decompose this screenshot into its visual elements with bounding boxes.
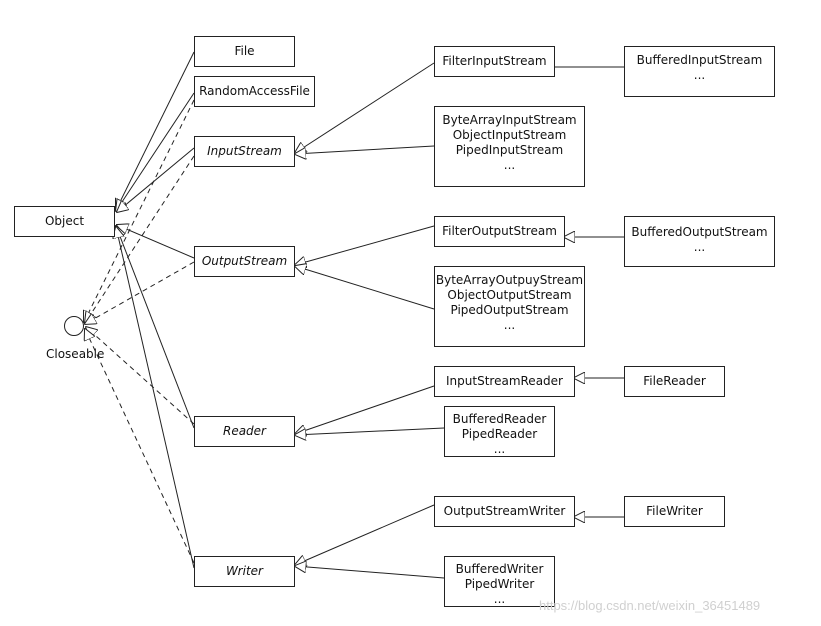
buffered-output-stream-label: BufferedOutputStream [631,225,768,239]
class-file: File [194,36,295,67]
edge-filteroutput-outputstream [295,225,435,265]
input-stream-reader-label: InputStreamReader [446,374,563,388]
edge-reader-object [116,226,195,429]
piped-input-stream-label: PipedInputStream [455,143,564,157]
byte-array-output-stream-label: ByteArrayOutpuyStream [435,273,584,287]
edge-bytearrayoutput-outputstream [295,266,435,310]
ellipsis-label: ... [693,240,706,254]
edge-bufferedreader-reader [295,427,445,435]
buffered-writer-label: BufferedWriter [455,562,544,576]
ellipsis-label: ... [493,442,506,456]
output-stream-label: OutputStream [201,254,288,268]
edge-inputstream-closeable [85,155,195,323]
closeable-interface-icon [64,316,84,336]
piped-reader-label: PipedReader [461,427,538,441]
class-input-stream-reader: InputStreamReader [434,366,575,397]
reader-label: Reader [222,424,266,438]
class-buffered-output-stream: BufferedOutputStream ... [624,216,775,267]
class-file-writer: FileWriter [624,496,725,527]
class-input-stream: InputStream [194,136,295,167]
edge-reader-closeable [86,327,195,425]
class-object: Object [14,206,115,237]
edge-outputstream-object [117,225,195,259]
class-output-stream-subclasses: ByteArrayOutpuyStream ObjectOutputStream… [434,266,585,347]
class-reader: Reader [194,416,295,447]
edge-inputstream-object [117,147,195,212]
ellipsis-label: ... [503,158,516,172]
ellipsis-label: ... [693,68,706,82]
file-writer-label: FileWriter [646,504,703,518]
edge-bufferedwriter-writer [295,566,445,579]
filter-input-stream-label: FilterInputStream [442,54,547,68]
class-filter-output-stream: FilterOutputStream [434,216,565,247]
class-reader-subclasses: BufferedReader PipedReader ... [444,406,555,457]
closeable-label: Closeable [46,347,105,361]
class-file-reader: FileReader [624,366,725,397]
class-output-stream: OutputStream [194,246,295,277]
object-label: Object [44,214,85,228]
object-output-stream-label: ObjectOutputStream [447,288,572,302]
output-stream-writer-label: OutputStreamWriter [443,504,566,518]
edge-writer-object [116,227,195,569]
class-filter-input-stream: FilterInputStream [434,46,555,77]
edge-writer-closeable [85,329,195,564]
random-access-file-label: RandomAccessFile [199,84,310,98]
edge-filterinput-inputstream [295,62,435,153]
object-input-stream-label: ObjectInputStream [452,128,567,142]
filter-output-stream-label: FilterOutputStream [442,224,557,238]
edge-bytearrayinput-inputstream [295,145,435,154]
input-stream-label: InputStream [207,144,282,158]
class-output-stream-writer: OutputStreamWriter [434,496,575,527]
buffered-input-stream-label: BufferedInputStream [636,53,763,67]
file-reader-label: FileReader [643,374,706,388]
edge-raf-object [116,92,195,211]
class-writer: Writer [194,556,295,587]
class-input-stream-subclasses: ByteArrayInputStream ObjectInputStream P… [434,106,585,187]
ellipsis-label: ... [493,592,506,606]
writer-label: Writer [226,564,263,578]
piped-writer-label: PipedWriter [464,577,535,591]
buffered-reader-label: BufferedReader [452,412,547,426]
file-label: File [234,44,255,58]
edge-file-object [116,51,195,210]
piped-output-stream-label: PipedOutputStream [450,303,569,317]
edge-isr-reader [295,385,435,434]
class-writer-subclasses: BufferedWriter PipedWriter ... [444,556,555,607]
byte-array-input-stream-label: ByteArrayInputStream [442,113,577,127]
edge-osw-writer [295,504,435,565]
class-buffered-input-stream: BufferedInputStream ... [624,46,775,97]
watermark-url: https://blog.csdn.net/weixin_36451489 [539,598,761,613]
edge-outputstream-closeable [85,261,195,324]
ellipsis-label: ... [503,318,516,332]
class-random-access-file: RandomAccessFile [194,76,315,107]
